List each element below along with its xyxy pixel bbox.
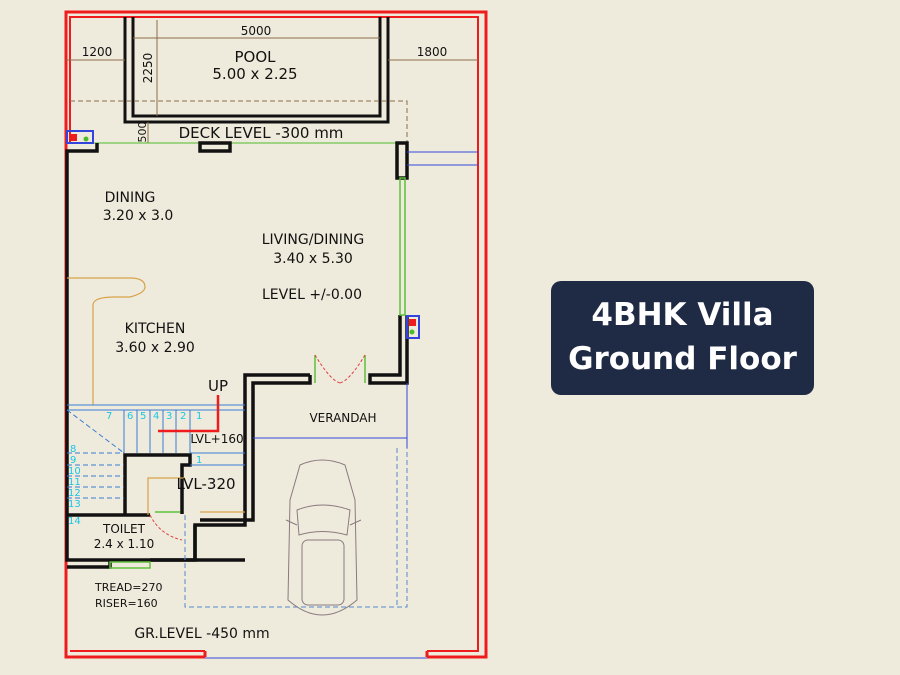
dim-right-setback: 1800 <box>417 45 448 59</box>
title-card: 4BHK Villa Ground Floor <box>551 281 814 395</box>
step-number: 4 <box>153 411 159 422</box>
ground-level: GR.LEVEL -450 mm <box>134 626 269 642</box>
living-level: LEVEL +/-0.00 <box>262 287 362 303</box>
dim-pool-width: 5000 <box>241 24 272 38</box>
stair-level: LVL+160 <box>190 432 243 446</box>
meter-box-icon <box>406 315 420 339</box>
title-line-2: Ground Floor <box>568 341 797 377</box>
landing-counter <box>147 477 185 515</box>
toilet-name: TOILET <box>102 522 146 536</box>
verandah-label: VERANDAH <box>309 411 376 425</box>
meter-box-icon <box>66 130 94 144</box>
step-number: 3 <box>166 411 172 422</box>
windows <box>109 177 406 569</box>
toilet-size: 2.4 x 1.10 <box>94 537 155 551</box>
dim-pool-depth: 2250 <box>141 53 155 84</box>
landing-level: LVL-320 <box>176 475 235 493</box>
kitchen-name: KITCHEN <box>125 321 186 337</box>
step-number: 8 <box>70 444 76 455</box>
step-number: 14 <box>68 516 81 527</box>
up-label: UP <box>208 377 228 395</box>
staircase <box>66 404 245 499</box>
kitchen-counter <box>67 277 146 405</box>
step-number: 11 <box>68 477 81 488</box>
step-number: 12 <box>68 488 81 499</box>
step-number: 5 <box>140 411 146 422</box>
step-number: 13 <box>68 499 81 510</box>
kitchen-size: 3.60 x 2.90 <box>115 340 195 356</box>
plot-boundary <box>64 10 488 659</box>
step-number: 7 <box>106 411 112 422</box>
title-line-1: 4BHK Villa <box>591 297 774 333</box>
step-numbers: 1 2 3 4 5 6 7 8 9 10 11 12 13 14 1 <box>68 411 202 527</box>
car-icon <box>285 459 362 616</box>
door-swings <box>149 354 366 541</box>
blue-lines <box>253 151 478 448</box>
dimension-lines <box>66 20 478 143</box>
step-number: 10 <box>68 466 81 477</box>
dim-deck: 500 <box>136 122 149 143</box>
dining-name: DINING <box>105 190 156 206</box>
step-number: 9 <box>70 455 76 466</box>
step-number: 2 <box>180 411 186 422</box>
up-arrow-icon <box>158 395 220 433</box>
step-number: 6 <box>127 411 133 422</box>
riser-note: RISER=160 <box>95 597 158 610</box>
dining-size: 3.20 x 3.0 <box>103 208 174 224</box>
pool-name: POOL <box>234 48 276 66</box>
pool-walls <box>123 17 390 124</box>
living-size: 3.40 x 5.30 <box>273 251 353 267</box>
deck-level: DECK LEVEL -300 mm <box>179 124 344 142</box>
carport-outline <box>184 448 408 608</box>
tread-note: TREAD=270 <box>94 581 163 594</box>
pool-size: 5.00 x 2.25 <box>212 65 297 83</box>
living-name: LIVING/DINING <box>262 232 365 248</box>
step-number: 1 <box>196 411 202 422</box>
dim-left-setback: 1200 <box>82 45 113 59</box>
step-number: 1 <box>196 455 202 466</box>
labels: 5000 1200 1800 2250 500 POOL 5.00 x 2.25… <box>82 24 448 642</box>
